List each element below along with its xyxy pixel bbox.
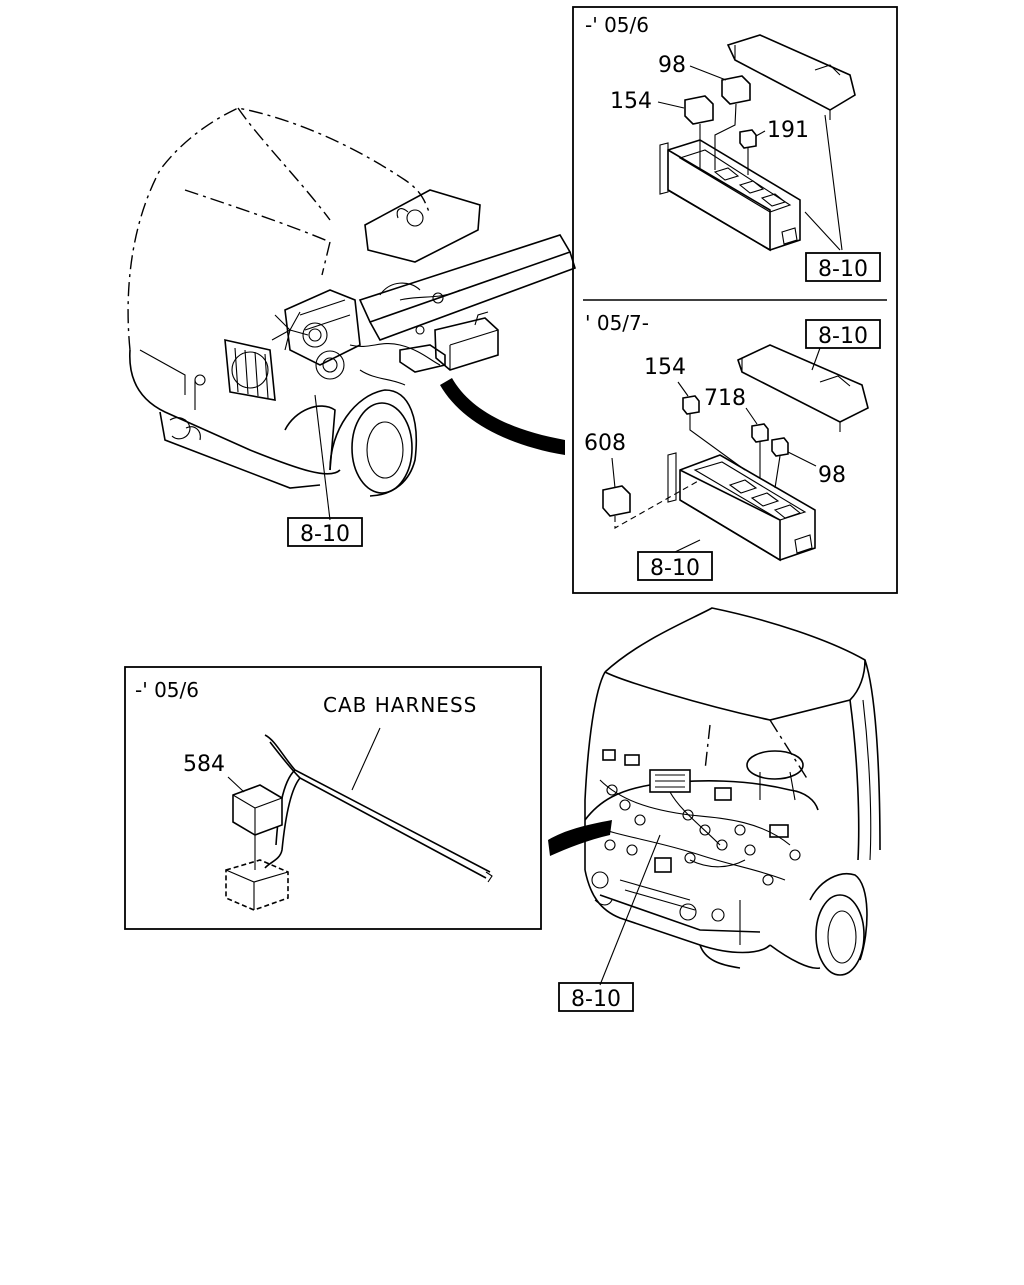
engine-ref-label: 8-10 <box>300 522 350 547</box>
cab-harness-strip-icon <box>264 734 493 883</box>
fuse-box-late: ' 05/7- 8-10 154 718 98 <box>584 311 881 581</box>
relay-98-late-icon <box>771 437 789 457</box>
late-ref-box-top <box>805 319 881 349</box>
part-154-label: 154 <box>610 89 652 114</box>
relay-bracket-icon <box>225 859 289 911</box>
cab-harness-panel <box>124 666 542 930</box>
period-label-harness: -' 05/6 <box>135 678 199 702</box>
leader-154-late <box>677 381 689 397</box>
relay-191-icon <box>739 129 757 149</box>
arrow-icon <box>548 820 612 856</box>
part-608-label: 608 <box>584 431 626 456</box>
fuse-box-late-icon <box>667 452 816 562</box>
part-154-late-label: 154 <box>644 355 686 380</box>
part-98-late-label: 98 <box>818 463 846 488</box>
leader-608 <box>611 457 616 489</box>
relay-608-icon <box>602 485 631 517</box>
period-label-early: -' 05/6 <box>585 13 649 37</box>
fuse-box-cover-late <box>737 344 869 432</box>
truck-chassis-icon <box>127 107 576 521</box>
relay-154-icon <box>684 95 714 125</box>
early-ref-box <box>805 252 881 282</box>
fuse-box-icon <box>659 139 801 252</box>
leader-154 <box>657 101 685 109</box>
cab-ref-label: 8-10 <box>571 987 621 1012</box>
arrow-icon <box>440 378 565 455</box>
leader-98-late <box>787 451 817 467</box>
leader-late-bottom <box>674 539 701 553</box>
leader-584 <box>227 776 245 793</box>
part-191-label: 191 <box>767 118 809 143</box>
fuse-box-panel <box>572 6 898 594</box>
cab-ref-box <box>558 982 634 1012</box>
leader-cab-harness <box>351 727 381 791</box>
leader-718 <box>745 407 758 425</box>
leader-191 <box>755 130 766 137</box>
leader-late-top <box>811 347 821 371</box>
relay-584-icon <box>232 784 283 836</box>
cab-harness-title: CAB HARNESS <box>323 693 477 717</box>
part-98-label: 98 <box>658 53 686 78</box>
fuse-box-early: -' 05/6 98 154 191 <box>585 13 881 282</box>
relay-98-icon <box>721 75 751 105</box>
fuse-box-cover-early <box>726 34 856 120</box>
part-584-label: 584 <box>183 752 225 777</box>
relay-154-late-icon <box>682 395 700 415</box>
late-ref-label-top: 8-10 <box>818 324 868 349</box>
late-ref-label-bottom: 8-10 <box>650 556 700 581</box>
late-ref-box-bottom <box>637 551 713 581</box>
leader-98 <box>689 65 727 81</box>
part-718-label: 718 <box>704 386 746 411</box>
period-label-late: ' 05/7- <box>585 311 649 335</box>
relay-718-icon <box>751 423 769 443</box>
engine-ref-box <box>287 517 363 547</box>
truck-cab-icon <box>584 607 881 986</box>
early-ref-label: 8-10 <box>818 257 868 282</box>
